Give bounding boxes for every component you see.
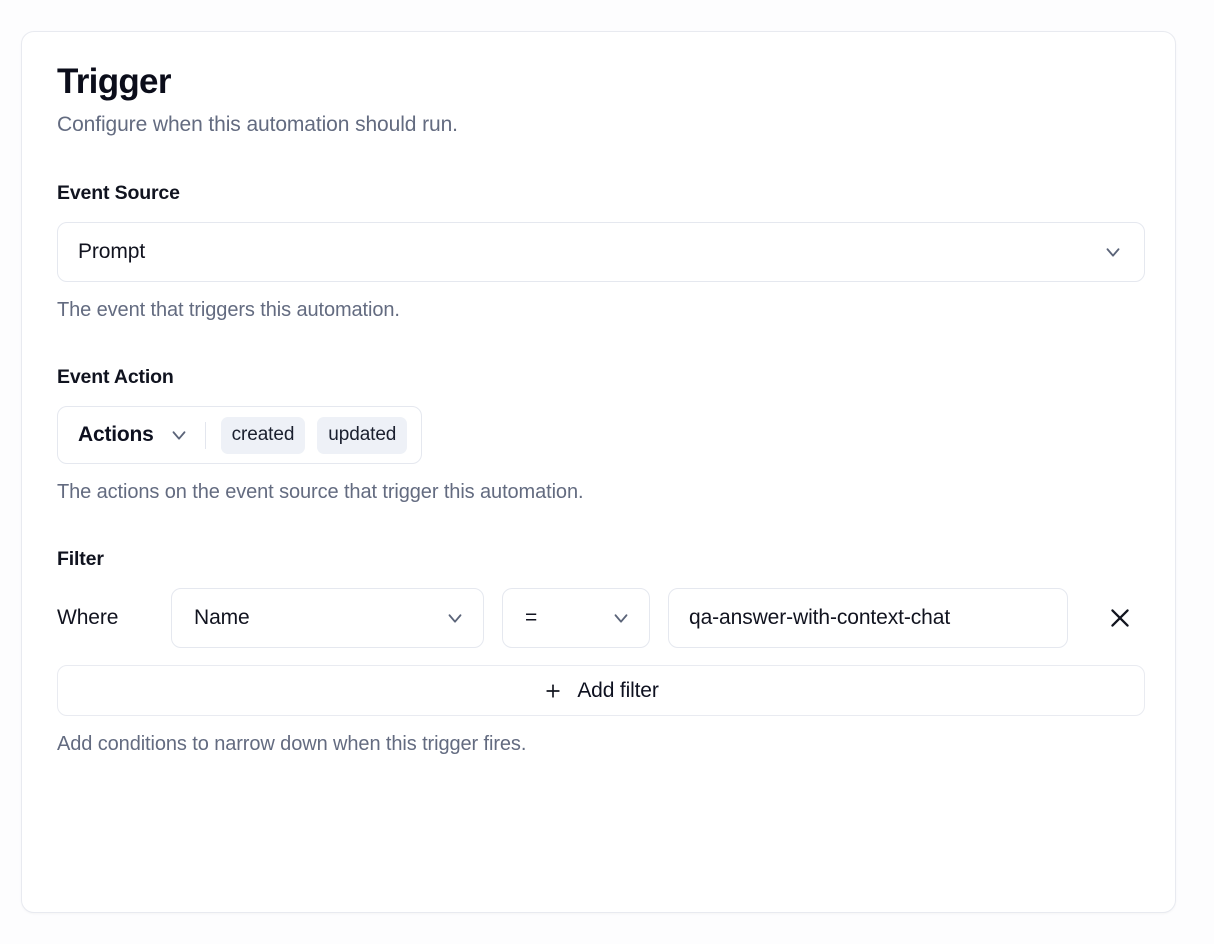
event-source-label: Event Source — [57, 182, 180, 205]
event-action-dropdown-label: Actions — [78, 423, 154, 447]
remove-filter-button[interactable] — [1100, 598, 1140, 638]
event-source-value: Prompt — [78, 240, 146, 264]
filter-group: Filter Where Name = qa-answer-with-conte… — [57, 548, 1145, 756]
plus-icon — [543, 681, 563, 701]
event-source-select[interactable]: Prompt — [57, 222, 1145, 283]
divider — [204, 421, 206, 449]
event-action-help: The actions on the event source that tri… — [57, 481, 584, 504]
where-label: Where — [57, 606, 119, 630]
chevron-down-icon — [444, 607, 466, 629]
filter-field-select[interactable]: Name — [171, 588, 484, 649]
filter-condition-row: Where Name = qa-answer-with-context-chat — [57, 588, 1140, 649]
close-icon — [1107, 605, 1133, 631]
filter-operator-select[interactable]: = — [502, 588, 650, 649]
filter-field-value: Name — [194, 606, 250, 630]
chevron-down-icon — [168, 424, 190, 446]
filter-help: Add conditions to narrow down when this … — [57, 733, 527, 756]
page-subtitle: Configure when this automation should ru… — [57, 113, 458, 137]
filter-operator-value: = — [525, 606, 538, 630]
event-action-dropdown[interactable]: Actions — [78, 423, 190, 447]
event-action-pill-updated[interactable]: updated — [317, 416, 408, 454]
chevron-down-icon — [610, 607, 632, 629]
page-title: Trigger — [57, 62, 171, 101]
filter-label: Filter — [57, 548, 104, 571]
add-filter-label: Add filter — [577, 678, 659, 702]
filter-value-input[interactable]: qa-answer-with-context-chat — [668, 588, 1068, 649]
trigger-card: Trigger Configure when this automation s… — [21, 31, 1176, 913]
add-filter-button[interactable]: Add filter — [57, 665, 1145, 717]
event-action-combo: Actions created updated — [57, 406, 423, 465]
event-action-pill-created[interactable]: created — [220, 416, 306, 454]
event-action-label: Event Action — [57, 366, 174, 389]
event-source-help: The event that triggers this automation. — [57, 299, 400, 322]
chevron-down-icon — [1102, 241, 1124, 263]
event-source-group: Event Source Prompt The event that trigg… — [57, 182, 1145, 322]
event-action-group: Event Action Actions created updated The… — [57, 366, 1140, 504]
